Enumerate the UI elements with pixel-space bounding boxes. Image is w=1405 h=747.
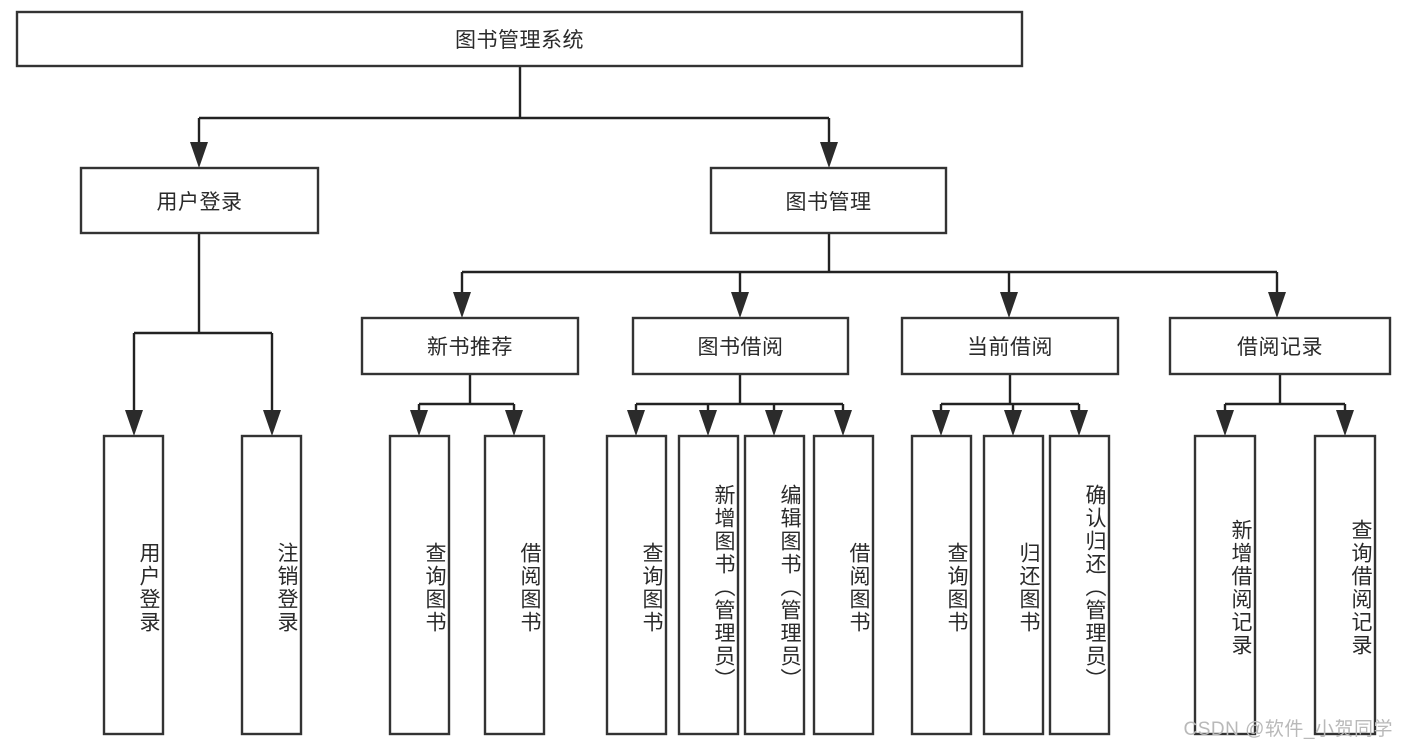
node-leaf-11[interactable] — [1193, 434, 1257, 736]
node-leaf-10[interactable] — [1048, 434, 1111, 736]
node-leaf-4[interactable] — [605, 434, 668, 736]
node-leaf-8[interactable] — [910, 434, 973, 736]
node-leaf-12[interactable] — [1313, 434, 1377, 736]
arrow-head-icon — [1004, 410, 1022, 436]
node-leaf-3[interactable] — [483, 434, 546, 736]
arrow-head-icon — [820, 142, 838, 168]
csdn-watermark: CSDN @软件_小贺同学 — [1183, 719, 1393, 740]
node-leaf-5[interactable] — [677, 434, 740, 736]
node-leaf-6[interactable] — [743, 434, 806, 736]
arrow-head-icon — [1000, 292, 1018, 318]
node-leaf-9[interactable] — [982, 434, 1045, 736]
arrow-head-icon — [699, 410, 717, 436]
arrow-head-icon — [190, 142, 208, 168]
node-leaf-1[interactable] — [240, 434, 303, 736]
arrow-head-icon — [125, 410, 143, 436]
node-level3-1[interactable] — [631, 316, 850, 376]
arrow-head-icon — [1336, 410, 1354, 436]
node-leaf-2[interactable] — [388, 434, 451, 736]
arrow-head-icon — [731, 292, 749, 318]
node-level2-0[interactable] — [79, 166, 320, 235]
node-level3-2[interactable] — [900, 316, 1120, 376]
node-level3-3[interactable] — [1168, 316, 1392, 376]
node-leaf-0[interactable] — [102, 434, 165, 736]
arrow-head-icon — [627, 410, 645, 436]
arrow-head-icon — [453, 292, 471, 318]
arrow-head-icon — [1070, 410, 1088, 436]
arrow-head-icon — [1216, 410, 1234, 436]
node-leaf-7[interactable] — [812, 434, 875, 736]
arrow-head-icon — [263, 410, 281, 436]
node-level2-1[interactable] — [709, 166, 948, 235]
arrow-head-icon — [1268, 292, 1286, 318]
box-layer — [15, 10, 1392, 736]
arrow-head-icon — [765, 410, 783, 436]
node-root-图书管理系统[interactable] — [15, 10, 1024, 68]
arrow-head-icon — [505, 410, 523, 436]
arrow-head-icon — [834, 410, 852, 436]
connector-layer — [125, 66, 1354, 436]
arrow-head-icon — [410, 410, 428, 436]
node-level3-0[interactable] — [360, 316, 580, 376]
arrow-head-icon — [932, 410, 950, 436]
